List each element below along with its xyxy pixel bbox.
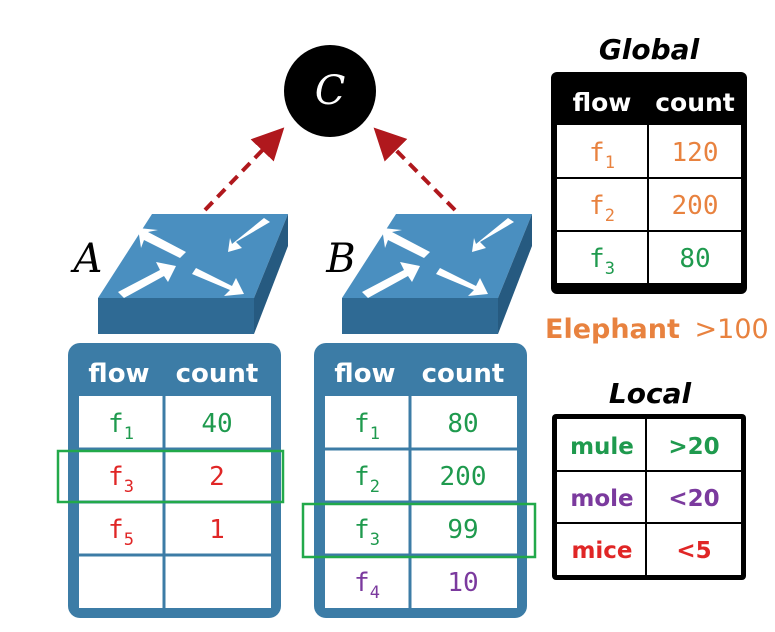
count-cell: 99 [447,515,478,545]
flow-cell: f1 [354,409,380,444]
table-row: f1 120 [589,138,718,173]
switch-b-table: flow count f1 80 f2 200 f3 99 f4 10 [314,343,527,618]
elephant-label: Elephant [545,314,680,345]
table-row: f4 10 [354,568,479,603]
global-title: Global [599,33,700,66]
table-row: f3 2 [108,462,225,497]
legend-row: mole <20 [570,486,719,512]
column-header-count: count [655,88,735,117]
table-row: f3 99 [354,515,479,550]
controller-label: C [315,68,346,114]
count-cell: 10 [447,568,478,598]
table-row: f3 80 [589,244,711,279]
count-cell: 200 [672,191,719,221]
highlight-box-f3-b [301,502,537,559]
legend-label: mole [570,486,633,512]
flow-cell: f5 [108,515,134,550]
legend-row: mice <5 [571,538,711,564]
arrow-a-to-c [203,127,285,212]
switch-b-label: B [325,236,355,282]
legend-value: <20 [668,486,719,512]
switch-b: B [325,214,532,334]
legend-value: <5 [676,538,711,564]
elephant-value: >100 [695,314,769,345]
legend-value: >20 [668,434,719,460]
table-row: f2 200 [354,462,486,497]
table-row: f2 200 [589,191,718,226]
flow-cell: f1 [589,138,615,173]
highlight-box-f3-a [56,449,285,504]
switch-a: A [70,214,288,334]
switch-a-table: flow count f1 40 f3 2 f5 1 [68,343,281,618]
count-cell: 80 [679,244,710,274]
legend-label: mice [571,538,632,564]
flow-cell: f3 [589,244,615,279]
switch-a-label: A [70,236,103,282]
column-header-flow: flow [88,359,149,389]
elephant-threshold: Elephant >100 [545,314,769,345]
column-header-count: count [422,359,505,389]
local-legend: Local mule >20 mole <20 mice <5 [552,377,746,580]
column-header-flow: flow [334,359,395,389]
legend-row: mule >20 [570,434,720,460]
table-row: f1 80 [354,409,479,444]
count-cell: 120 [672,138,719,168]
count-cell: 80 [447,409,478,439]
flow-cell: f3 [354,515,380,550]
controller-node: C [284,45,376,137]
local-title: Local [609,377,692,410]
count-cell: 200 [440,462,487,492]
column-header-flow: flow [573,88,632,117]
count-cell: 40 [201,409,232,439]
arrow-b-to-c [373,127,457,212]
switch-arrows-icon [118,218,270,298]
flow-cell: f2 [589,191,615,226]
count-cell: 2 [209,462,225,492]
flow-cell: f2 [354,462,380,497]
count-cell: 1 [209,515,225,545]
table-row: f5 1 [108,515,225,550]
flow-cell: f4 [354,568,380,603]
global-table: Global flow count f1 120 f2 200 f3 80 [551,33,747,294]
flow-cell: f3 [108,462,134,497]
flow-cell: f1 [108,409,134,444]
column-header-count: count [176,359,259,389]
switch-arrows-icon [362,218,514,298]
table-row: f1 40 [108,409,233,444]
legend-label: mule [570,434,634,460]
